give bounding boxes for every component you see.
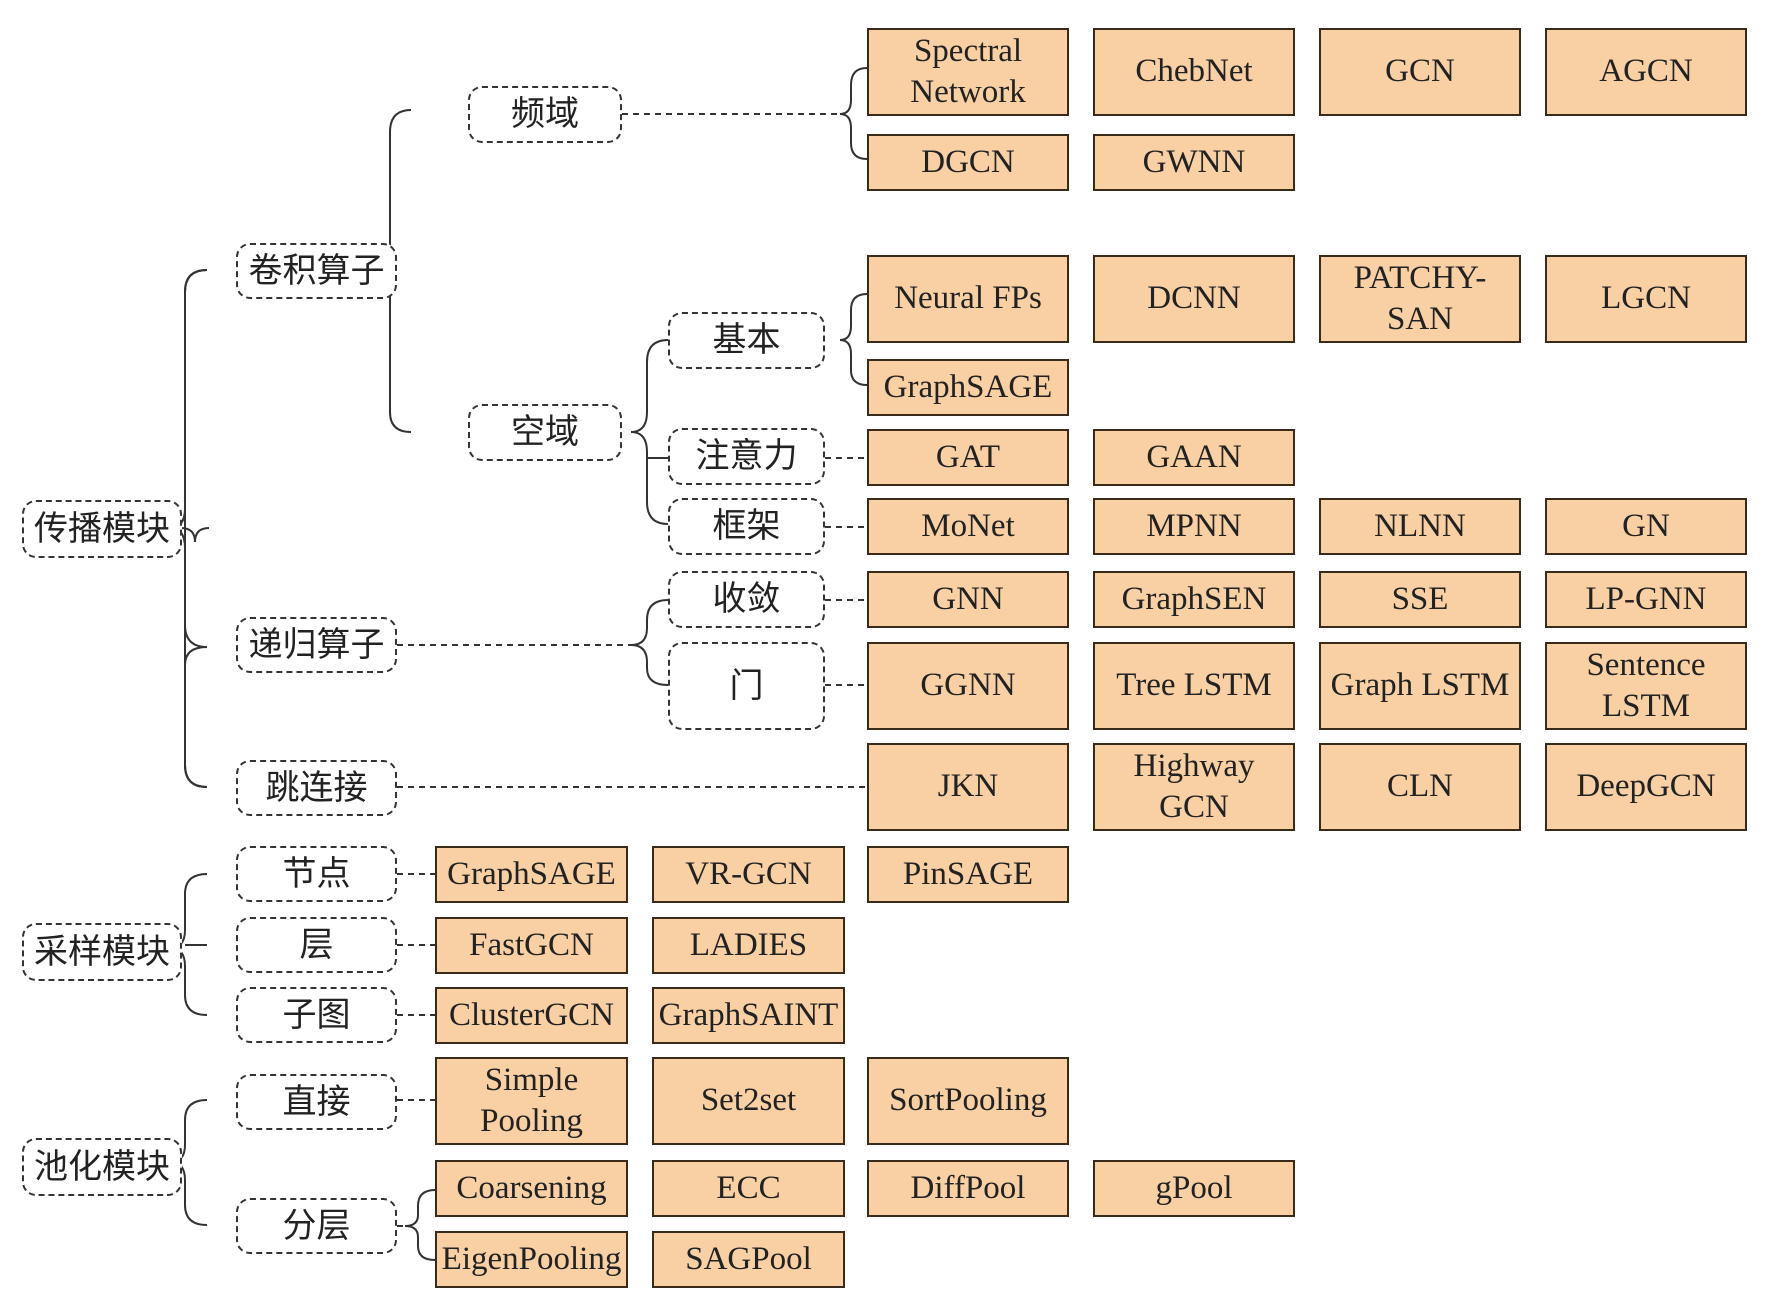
category-skip-connection: 跳连接 xyxy=(236,760,397,816)
method-patchy-san: PATCHY- SAN xyxy=(1319,255,1521,343)
method-ecc: ECC xyxy=(652,1160,845,1217)
method-gat: GAT xyxy=(867,429,1069,486)
method-eigenpooling: EigenPooling xyxy=(435,1231,628,1288)
method-lp-gnn: LP-GNN xyxy=(1545,571,1747,628)
category-gate: 门 xyxy=(668,642,825,730)
dashed-leaders xyxy=(397,113,867,1227)
method-deepgcn: DeepGCN xyxy=(1545,743,1747,831)
category-direct-pooling: 直接 xyxy=(236,1074,397,1130)
method-diffpool: DiffPool xyxy=(867,1160,1069,1217)
method-graphsage-spatial: GraphSAGE xyxy=(867,359,1069,416)
category-layer-sampling: 层 xyxy=(236,917,397,973)
method-gn: GN xyxy=(1545,498,1747,555)
bracket-propagation-nub xyxy=(180,527,210,543)
method-gaan: GAAN xyxy=(1093,429,1295,486)
method-ggnn: GGNN xyxy=(867,642,1069,730)
method-chebnet: ChebNet xyxy=(1093,28,1295,116)
method-coarsening: Coarsening xyxy=(435,1160,628,1217)
bracket-spectral-methods xyxy=(839,67,868,160)
method-simple-pooling: Simple Pooling xyxy=(435,1057,628,1145)
method-dcnn: DCNN xyxy=(1093,255,1295,343)
method-jkn: JKN xyxy=(867,743,1069,831)
method-cln: CLN xyxy=(1319,743,1521,831)
method-vr-gcn: VR-GCN xyxy=(652,846,845,903)
category-attention: 注意力 xyxy=(668,428,825,485)
method-agcn: AGCN xyxy=(1545,28,1747,116)
method-sagpool: SAGPool xyxy=(652,1231,845,1288)
method-clustergcn: ClusterGCN xyxy=(435,987,628,1044)
method-mpnn: MPNN xyxy=(1093,498,1295,555)
method-graphsen: GraphSEN xyxy=(1093,571,1295,628)
category-subgraph-sampling: 子图 xyxy=(236,987,397,1043)
method-graph-lstm: Graph LSTM xyxy=(1319,642,1521,730)
method-sortpooling: SortPooling xyxy=(867,1057,1069,1145)
method-pinsage: PinSAGE xyxy=(867,846,1069,903)
method-gnn: GNN xyxy=(867,571,1069,628)
method-neural-fps: Neural FPs xyxy=(867,255,1069,343)
category-spectral-domain: 频域 xyxy=(468,86,622,143)
category-framework: 框架 xyxy=(668,498,825,555)
method-graphsage-sampling: GraphSAGE xyxy=(435,846,628,903)
category-convergence: 收敛 xyxy=(668,571,825,628)
category-basic: 基本 xyxy=(668,312,825,369)
method-gpool: gPool xyxy=(1093,1160,1295,1217)
category-hierarchical-pooling: 分层 xyxy=(236,1198,397,1254)
method-sentence-lstm: Sentence LSTM xyxy=(1545,642,1747,730)
category-sampling-module: 采样模块 xyxy=(22,923,182,981)
method-lgcn: LGCN xyxy=(1545,255,1747,343)
method-gwnn: GWNN xyxy=(1093,134,1295,191)
method-fastgcn: FastGCN xyxy=(435,917,628,974)
category-pooling-module: 池化模块 xyxy=(22,1138,182,1196)
category-recurrent-operator: 递归算子 xyxy=(236,617,397,673)
method-graphsaint: GraphSAINT xyxy=(652,987,845,1044)
category-spatial-domain: 空域 xyxy=(468,404,622,461)
method-tree-lstm: Tree LSTM xyxy=(1093,642,1295,730)
method-ladies: LADIES xyxy=(652,917,845,974)
method-sse: SSE xyxy=(1319,571,1521,628)
method-set2set: Set2set xyxy=(652,1057,845,1145)
method-gcn: GCN xyxy=(1319,28,1521,116)
method-spectral-network: Spectral Network xyxy=(867,28,1069,116)
method-dgcn: DGCN xyxy=(867,134,1069,191)
method-highway-gcn: Highway GCN xyxy=(1093,743,1295,831)
category-propagation-module: 传播模块 xyxy=(22,500,182,558)
method-nlnn: NLNN xyxy=(1319,498,1521,555)
bracket-recurrent xyxy=(630,599,669,686)
bracket-basic-methods xyxy=(839,293,868,386)
bracket-spatial xyxy=(630,339,669,525)
category-convolution-operator: 卷积算子 xyxy=(236,243,397,299)
bracket-hierarchical-methods xyxy=(404,1189,436,1261)
category-node-sampling: 节点 xyxy=(236,846,397,902)
method-monet: MoNet xyxy=(867,498,1069,555)
